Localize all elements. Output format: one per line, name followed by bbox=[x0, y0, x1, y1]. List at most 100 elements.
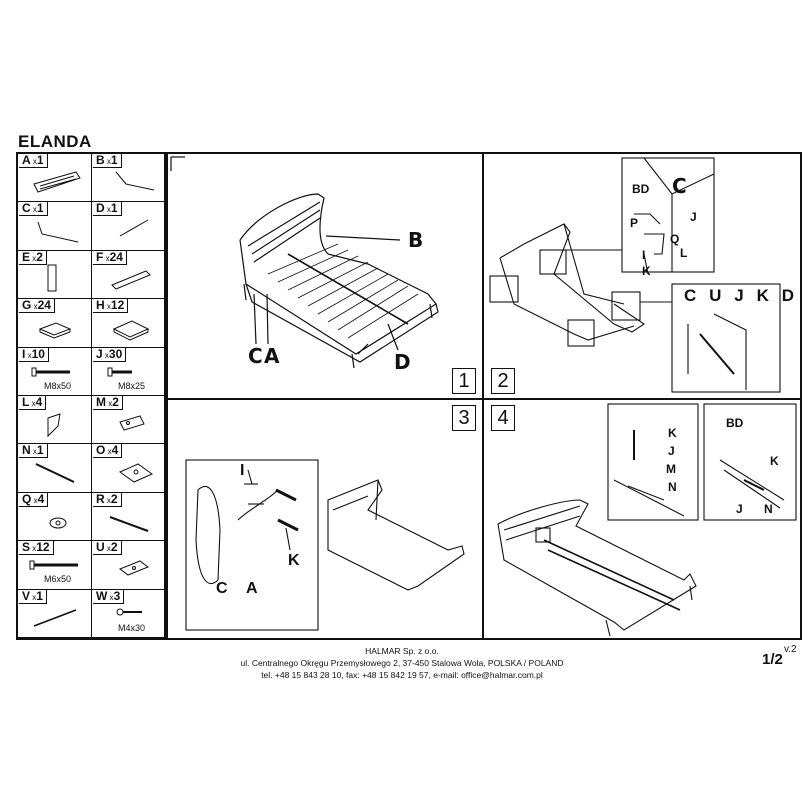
step4-label-j: J bbox=[668, 444, 675, 458]
part-label: F x24 bbox=[93, 249, 127, 265]
assembly-frame bbox=[166, 152, 802, 640]
part-letter: Q bbox=[22, 491, 32, 506]
footer-contact: tel. +48 15 843 28 10, fax: +48 15 842 1… bbox=[261, 670, 543, 680]
step-2-drawing bbox=[489, 157, 781, 393]
step-number-3: 3 bbox=[452, 405, 476, 431]
part-c: C x1 bbox=[18, 201, 92, 251]
part-h-icon bbox=[112, 320, 150, 341]
step4-label-j2: J bbox=[736, 502, 743, 516]
part-label: V x1 bbox=[19, 588, 47, 604]
part-label: S x12 bbox=[19, 540, 54, 556]
part-quantity: 12 bbox=[36, 540, 50, 555]
part-b-icon bbox=[115, 171, 155, 191]
divider-vertical bbox=[482, 152, 484, 640]
part-h: H x12 bbox=[92, 299, 166, 348]
step4-label-n2: N bbox=[764, 502, 773, 516]
step2-label-p: P bbox=[630, 216, 639, 230]
part-quantity: 4 bbox=[37, 491, 45, 506]
part-s-icon bbox=[29, 560, 78, 570]
part-size-caption: M6x50 bbox=[44, 574, 72, 585]
part-quantity: 1 bbox=[36, 588, 43, 603]
step2-label-q: Q bbox=[670, 232, 680, 246]
part-letter: N bbox=[22, 443, 31, 458]
step-1-drawing bbox=[170, 156, 439, 369]
part-f: F x24 bbox=[92, 249, 166, 300]
part-quantity: 2 bbox=[112, 395, 119, 409]
footer-company: HALMAR Sp. z o.o. bbox=[365, 646, 439, 656]
divider-horizontal bbox=[166, 398, 802, 400]
part-d: D x1 bbox=[92, 201, 166, 251]
part-r-icon bbox=[109, 515, 149, 532]
part-times-sign: x bbox=[25, 350, 32, 360]
step3-label-k: K bbox=[288, 552, 300, 569]
part-times-sign: x bbox=[31, 302, 38, 312]
part-label: C x1 bbox=[19, 201, 48, 217]
step3-label-i: I bbox=[240, 462, 245, 479]
step2-label-k: K bbox=[642, 264, 651, 278]
part-times-sign: x bbox=[104, 495, 111, 505]
part-m-icon bbox=[119, 415, 145, 431]
part-quantity: 1 bbox=[110, 201, 118, 216]
part-w-icon bbox=[116, 608, 142, 616]
part-letter: E bbox=[22, 249, 31, 264]
part-times-sign: x bbox=[30, 592, 37, 602]
part-label: W x3 bbox=[93, 588, 125, 604]
part-size-caption: M4x30 bbox=[118, 622, 146, 633]
part-label: E x2 bbox=[19, 249, 47, 265]
part-a: A x1 bbox=[18, 153, 92, 203]
step1-label-d: D bbox=[394, 350, 411, 374]
part-label: G x24 bbox=[19, 298, 55, 314]
part-letter: G bbox=[22, 298, 32, 313]
part-letter: S bbox=[22, 540, 31, 555]
step2-detail-label-d: D bbox=[781, 286, 794, 305]
part-label: O x4 bbox=[93, 443, 123, 459]
step1-label-c: C bbox=[248, 344, 263, 368]
step2-detail-label-j: J bbox=[734, 286, 744, 305]
part-quantity: 3 bbox=[113, 588, 121, 603]
part-times-sign: x bbox=[102, 350, 109, 360]
step-number-2: 2 bbox=[491, 368, 515, 394]
part-i-icon bbox=[31, 367, 70, 377]
step4-label-m: M bbox=[666, 462, 676, 476]
part-times-sign: x bbox=[30, 544, 37, 554]
part-size-caption: M8x50 bbox=[44, 380, 72, 391]
part-letter: I bbox=[22, 346, 26, 361]
part-v: V x1 bbox=[18, 588, 92, 638]
part-letter: V bbox=[22, 588, 31, 603]
step2-detail-labels: C U J K D bbox=[684, 286, 794, 306]
part-times-sign: x bbox=[104, 302, 111, 312]
part-size-caption: M8x25 bbox=[118, 380, 146, 391]
step1-label-b: B bbox=[408, 228, 424, 252]
part-letter: C bbox=[22, 201, 31, 216]
part-letter: F bbox=[96, 249, 104, 264]
part-g: G x24 bbox=[18, 298, 92, 348]
step-number-1: 1 bbox=[452, 368, 476, 394]
step2-detail-label-k: K bbox=[756, 286, 769, 305]
step4-label-n: N bbox=[668, 480, 677, 494]
part-letter: U bbox=[96, 540, 105, 555]
part-label: B x1 bbox=[93, 154, 122, 168]
part-q-icon bbox=[49, 517, 67, 529]
part-letter: R bbox=[96, 491, 105, 506]
part-quantity: 24 bbox=[109, 249, 123, 264]
part-e-icon bbox=[47, 264, 57, 292]
part-times-sign: x bbox=[31, 495, 38, 505]
part-times-sign: x bbox=[104, 205, 111, 215]
part-quantity: 10 bbox=[31, 346, 45, 361]
part-e: E x2 bbox=[18, 249, 92, 300]
part-l-icon bbox=[47, 413, 61, 438]
part-letter: A bbox=[22, 153, 31, 167]
part-label: U x2 bbox=[93, 540, 122, 556]
part-quantity: 1 bbox=[36, 153, 44, 167]
part-quantity: 30 bbox=[108, 346, 123, 361]
part-d-icon bbox=[119, 219, 149, 237]
part-label: D x1 bbox=[93, 201, 122, 217]
part-letter: O bbox=[96, 443, 106, 458]
step4-label-bd: BD bbox=[726, 416, 744, 430]
part-letter: M bbox=[96, 395, 106, 409]
step2-label-bd: BD bbox=[632, 182, 650, 196]
part-label: I x10 bbox=[19, 346, 49, 362]
part-letter: D bbox=[96, 201, 105, 216]
